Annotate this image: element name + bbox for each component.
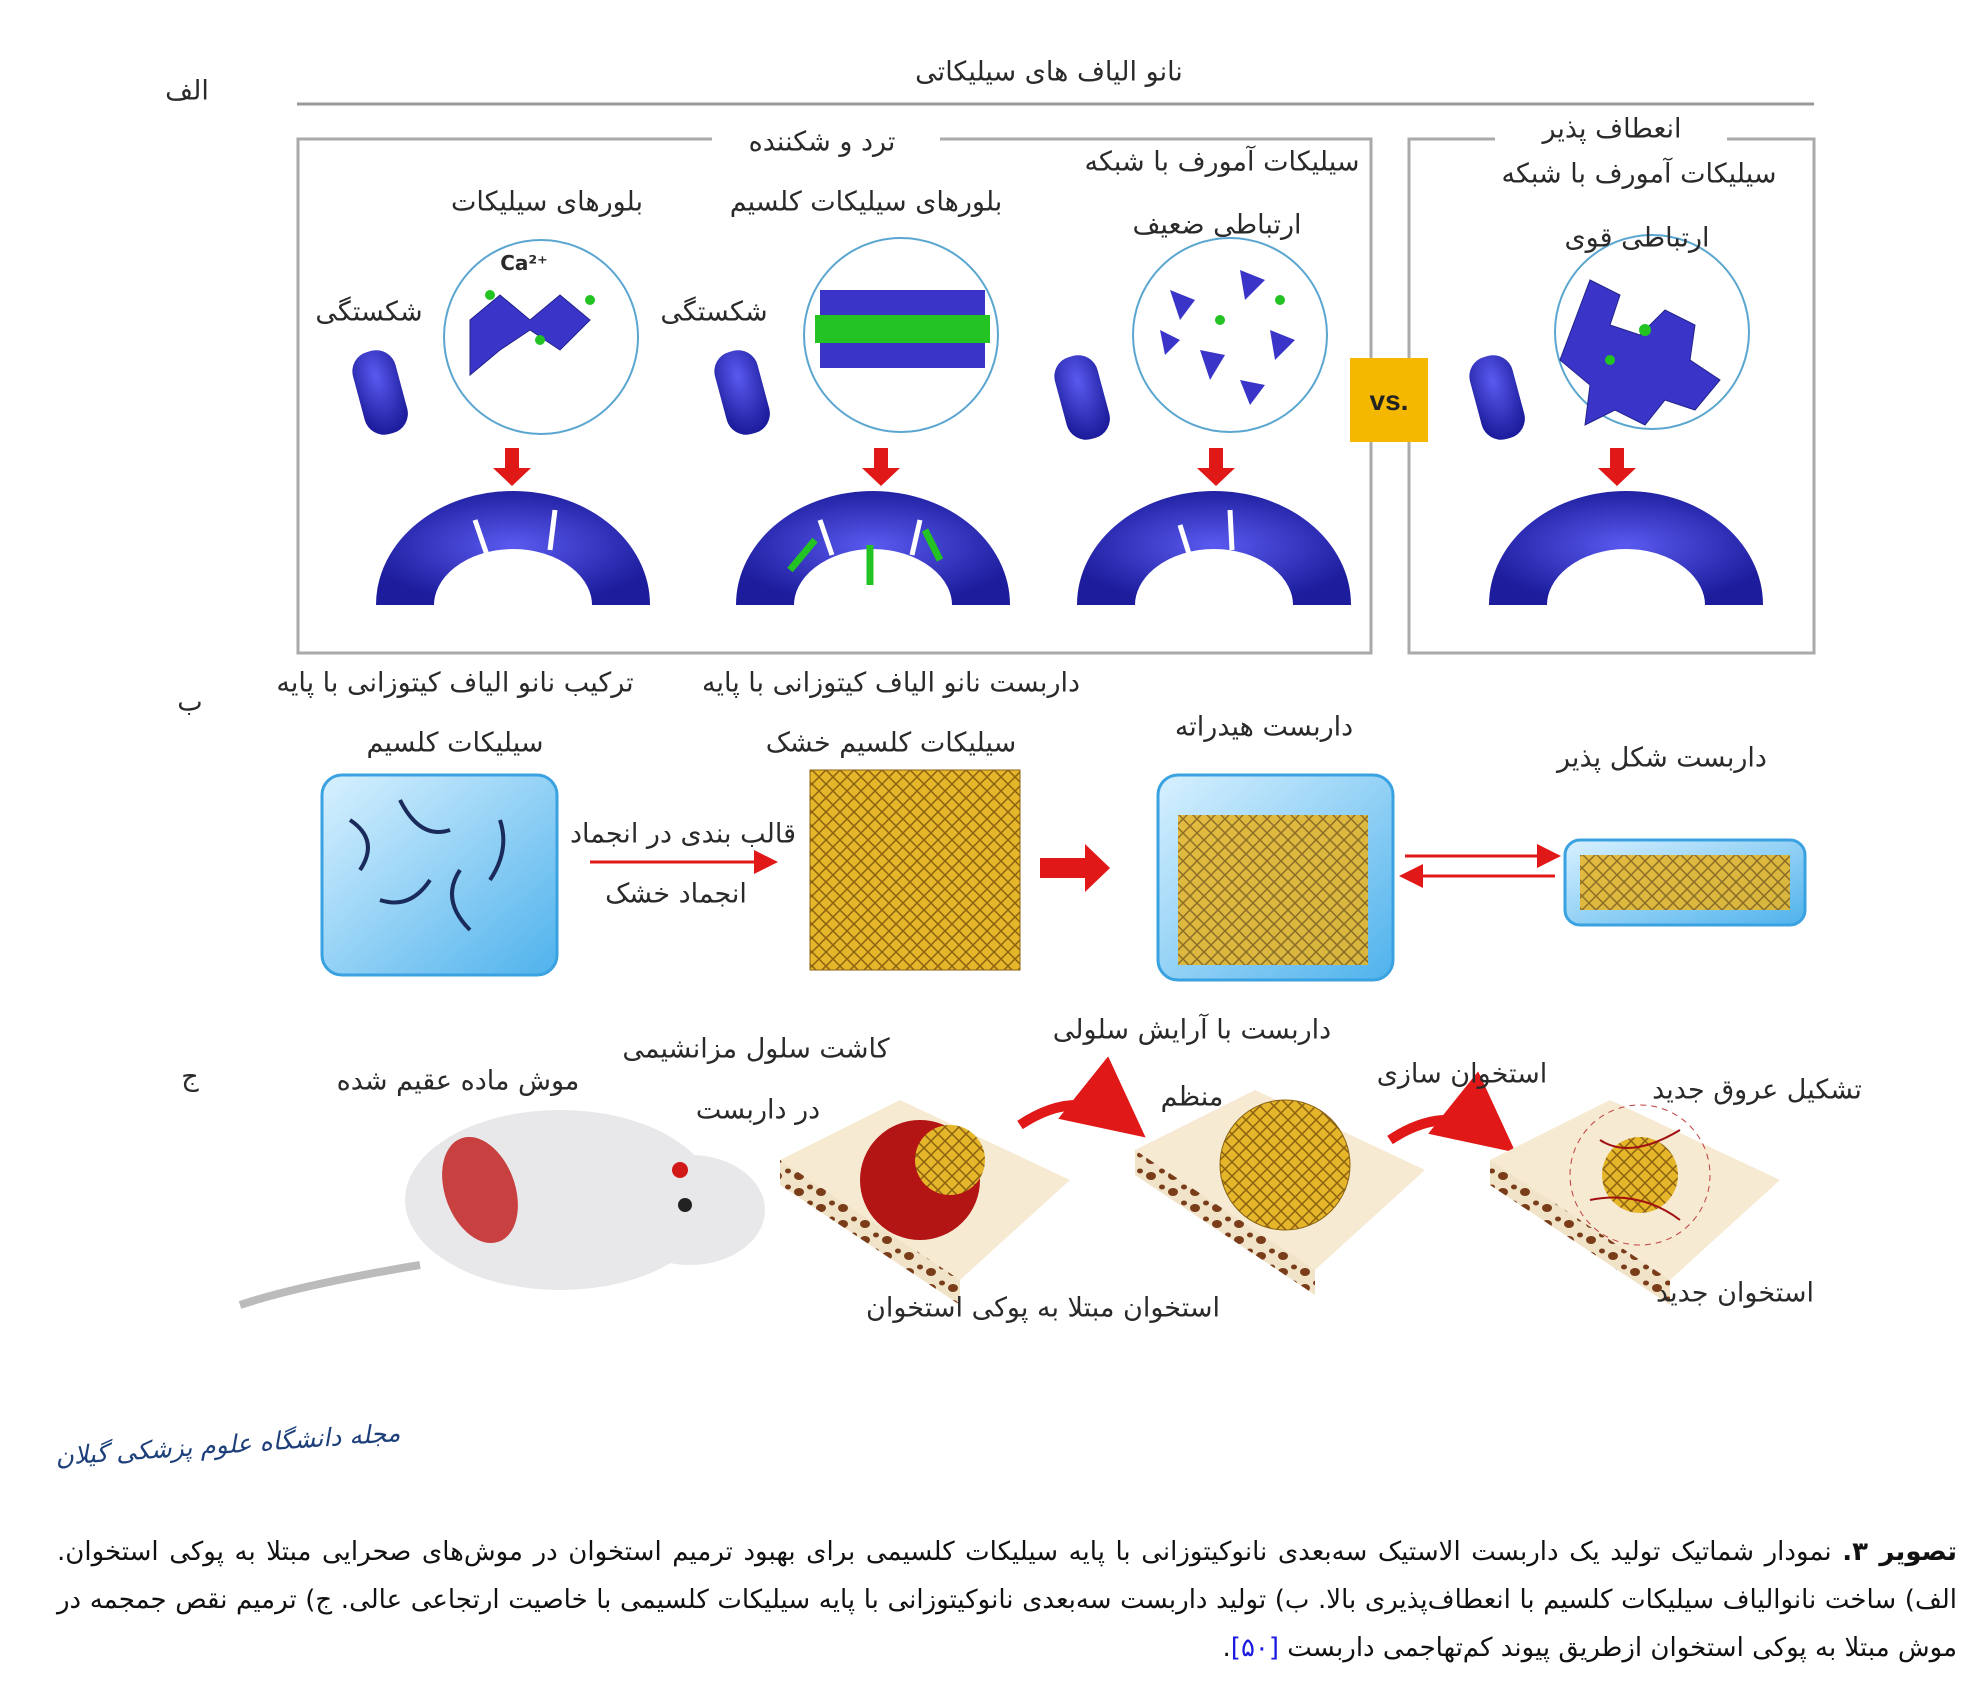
crystal-rods <box>787 528 944 585</box>
dry-scaffold <box>809 769 1021 971</box>
ordered-label-2: منظم <box>1160 1081 1224 1113</box>
ordered-label-1: داربست با آرایش سلولی <box>1052 1014 1332 1046</box>
brittle-label: ترد و شکننده <box>748 126 896 158</box>
bone-section-1 <box>780 1100 1070 1305</box>
panel-a-letter: الف <box>165 75 209 107</box>
shape-memory-label: داربست شکل پذیر <box>1557 742 1767 774</box>
bone-section-2 <box>1135 1090 1425 1295</box>
freeze-drying-label: انجماد خشک <box>605 878 747 910</box>
freeze-casting-label: قالب بندی در انجماد <box>570 818 796 850</box>
mouse-illustration <box>238 1110 765 1309</box>
calcium-silicate-crystals-label: بلورهای سیلیکات کلسیم <box>729 186 1003 218</box>
silicate-crystals-label: بلورهای سیلیکات <box>450 186 644 218</box>
nanofiber-icons <box>352 350 1525 440</box>
hydrated-label: داربست هیدراته <box>1174 711 1354 743</box>
schematic-figure: vs. <box>238 102 1816 1309</box>
new-bone-label: استخوان جدید <box>1655 1277 1815 1309</box>
panel-a-title: نانو الیاف های سیلیکاتی <box>915 56 1183 88</box>
strong-network-label-2: ارتباطی قوی <box>1564 222 1710 254</box>
step2-label-2: سیلیکات کلسیم خشک <box>765 727 1017 759</box>
osteoporotic-bone-label: استخوان مبتلا به پوکی استخوان <box>866 1292 1220 1324</box>
calcium-ion-label: Ca²⁺ <box>500 251 548 275</box>
caption-end: . <box>1222 1633 1231 1663</box>
journal-logo: مجله دانشگاه علوم پزشکی گیلان <box>54 1417 402 1472</box>
step1-label-2: سیلیکات کلسیم <box>366 727 544 759</box>
flexible-label: انعطاف پذیر <box>1542 113 1682 145</box>
vs-badge <box>1350 358 1428 442</box>
strong-network-circle <box>1554 234 1750 430</box>
curved-arrow-1 <box>1017 1056 1146 1138</box>
bent-fibers <box>376 491 1763 607</box>
seeding-label-2: در داربست <box>695 1094 821 1126</box>
seeding-label-1: کاشت سلول مزانشیمی <box>622 1033 890 1065</box>
silicate-crystal-circle <box>443 239 639 435</box>
panel-b-letter: ب <box>177 686 203 718</box>
step1-label-1: ترکیب نانو الیاف کیتوزانی با پایه <box>276 667 634 699</box>
caption-label: تصویر ۳. <box>1842 1537 1958 1567</box>
curved-arrow-2 <box>1387 1071 1516 1153</box>
strong-network-label-1: سیلیکات آمورف با شبکه <box>1501 158 1777 190</box>
caption-text: نمودار شماتیک تولید یک داربست الاستیک سه… <box>57 1537 1957 1663</box>
weak-network-label-2: ارتباطی ضعیف <box>1132 209 1302 241</box>
figure-caption: تصویر ۳. نمودار شماتیک تولید یک داربست ا… <box>57 1528 1957 1672</box>
hydrate-arrow <box>1040 844 1110 892</box>
vs-text: vs. <box>1370 385 1409 416</box>
down-arrows <box>493 448 1636 486</box>
weak-network-label-1: سیلیکات آمورف با شبکه <box>1084 146 1360 178</box>
reference-link[interactable]: [۵۰] <box>1230 1633 1280 1663</box>
fracture-cracks <box>472 509 1235 558</box>
calcium-silicate-circle <box>803 237 999 433</box>
osteogenesis-label: استخوان سازی <box>1376 1058 1548 1090</box>
panel-c-letter: ج <box>181 1061 199 1093</box>
fiber-ice-cube <box>320 773 559 977</box>
weak-network-circle <box>1132 237 1328 433</box>
fracture-label-2: شکستگی <box>660 296 768 328</box>
fracture-label-1: شکستگی <box>315 296 423 328</box>
bone-section-3 <box>1490 1100 1780 1305</box>
lattice-circles <box>443 234 1750 435</box>
step2-label-1: داربست نانو الیاف کیتوزانی با پایه <box>701 667 1081 699</box>
angiogenesis-label: تشکیل عروق جدید <box>1652 1074 1862 1106</box>
mouse-label: موش ماده عقیم شده <box>336 1065 580 1097</box>
